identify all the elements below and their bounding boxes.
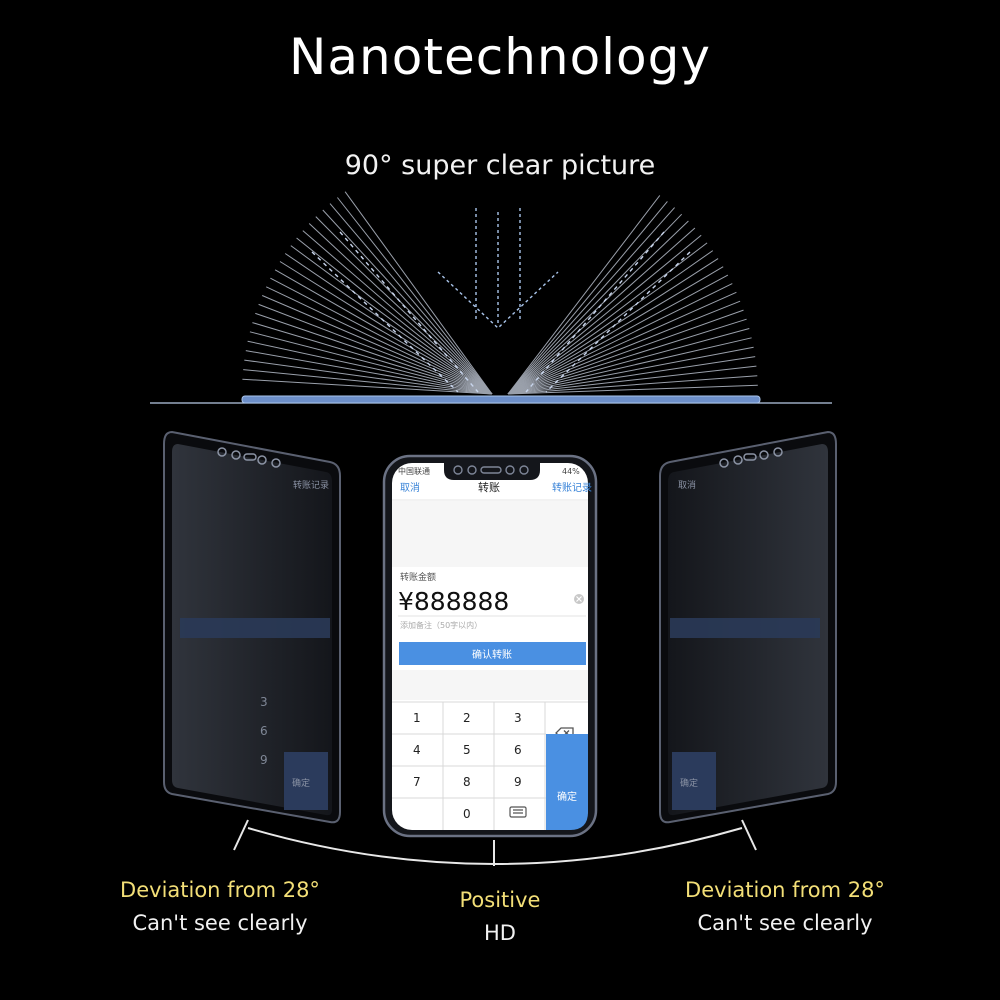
hatch-line	[290, 245, 493, 395]
ghost-left-corner: 转账记录	[293, 479, 329, 491]
hatch-line	[247, 340, 493, 395]
keypad-key[interactable]: 8	[463, 775, 471, 789]
hatch-line	[507, 318, 747, 395]
hatch-line	[507, 309, 744, 395]
confirm-transfer-label: 确认转账	[472, 648, 512, 661]
ok-key-label: 确定	[557, 790, 577, 803]
ok-key[interactable]	[546, 734, 588, 830]
caption-center: Positive HD	[400, 884, 600, 950]
hatch-line	[296, 237, 493, 395]
confirm-transfer-button[interactable]	[399, 642, 586, 665]
hatch-line	[507, 356, 756, 395]
ghost-left-key: 6	[260, 724, 268, 738]
status-battery: 44%	[562, 467, 580, 476]
hatch-line	[507, 375, 758, 395]
ghost-right-ok: 确定	[680, 777, 698, 789]
ghost-right-corner: 取消	[678, 479, 696, 491]
hatch-line	[255, 312, 493, 395]
caption-left: Deviation from 28° Can't see clearly	[95, 874, 345, 940]
light-cone-left	[242, 191, 493, 395]
hatch-line	[507, 337, 752, 395]
hatch-line	[507, 328, 750, 395]
light-cone-right	[507, 195, 758, 395]
keypad-key[interactable]: 1	[413, 711, 421, 725]
nav-title: 转账	[478, 480, 500, 494]
hatch-line	[507, 227, 696, 395]
clear-icon[interactable]	[574, 594, 584, 604]
hatch-line	[265, 286, 493, 395]
caption-right-title: Deviation from 28°	[685, 878, 885, 902]
ghost-left-key: 9	[260, 753, 268, 767]
hatch-line	[507, 291, 737, 395]
phone-right: 取消 确定	[659, 430, 837, 824]
keypad-key[interactable]: 0	[463, 807, 471, 821]
keypad-key[interactable]: 7	[413, 775, 421, 789]
keypad-key[interactable]: 9	[514, 775, 522, 789]
keypad-key[interactable]: 5	[463, 743, 471, 757]
keypad-key[interactable]: 2	[463, 711, 471, 725]
hatch-line	[302, 230, 493, 395]
page-title: Nanotechnology	[289, 28, 711, 86]
keyboard-hide-icon[interactable]	[509, 806, 527, 818]
caption-right-text: Can't see clearly	[697, 911, 873, 935]
hatch-line	[507, 266, 724, 395]
hatch-line	[507, 201, 668, 395]
hatch-line	[507, 384, 758, 395]
hatch-line	[337, 197, 493, 395]
hatch-line	[507, 220, 689, 395]
nav-history-link[interactable]: 转账记录	[552, 481, 592, 494]
hatch-line	[507, 207, 675, 395]
ghost-left-key: 3	[260, 695, 268, 709]
front-camera-icon	[453, 465, 529, 475]
caption-left-title: Deviation from 28°	[120, 878, 320, 902]
hatch-line	[322, 209, 493, 395]
keypad-key[interactable]: 3	[514, 711, 522, 725]
page-subtitle: 90° super clear picture	[344, 150, 656, 181]
status-carrier: 中国联通	[398, 466, 430, 476]
nav-cancel-link[interactable]: 取消	[400, 481, 420, 494]
caption-center-title: Positive	[459, 888, 541, 912]
hatch-line	[249, 331, 493, 395]
hatch-line	[243, 369, 493, 395]
hatch-line	[258, 303, 493, 395]
hatch-line	[242, 378, 493, 395]
hatch-line	[244, 359, 493, 395]
viewing-angle-arc	[233, 819, 757, 866]
phone-center: 中国联通 44% 取消 转账 转账记录 转账金额 ¥888888 添加备注（50…	[382, 454, 598, 838]
caption-right: Deviation from 28° Can't see clearly	[660, 874, 910, 940]
hatch-line	[252, 322, 493, 395]
arrow-down-icon	[437, 208, 559, 329]
hatch-line	[507, 365, 757, 395]
glass-panel	[150, 395, 832, 404]
hatch-line	[270, 277, 493, 395]
keypad	[392, 701, 588, 830]
hatch-line	[507, 250, 714, 395]
amount-label: 转账金额	[400, 571, 436, 583]
hatch-line	[329, 203, 493, 395]
hatch-line	[262, 295, 493, 395]
hatch-line	[507, 283, 733, 395]
keypad-key[interactable]: 6	[514, 743, 522, 757]
note-hint[interactable]: 添加备注（50字以内）	[400, 620, 482, 630]
hatch-line	[507, 274, 729, 395]
hatch-line	[344, 191, 493, 395]
hatch-line	[308, 223, 493, 395]
hatch-line	[245, 350, 493, 395]
hatch-line	[507, 195, 661, 395]
hatch-line	[274, 269, 493, 395]
hatch-line	[507, 242, 708, 395]
hatch-line	[507, 346, 754, 395]
amount-value[interactable]: ¥888888	[398, 587, 509, 616]
ghost-left-ok: 确定	[292, 777, 310, 789]
keypad-key[interactable]: 4	[413, 743, 421, 757]
hatch-line	[507, 234, 702, 395]
hatch-line	[279, 261, 493, 395]
phone-left: 转账记录 3 6 9 确定	[163, 430, 341, 824]
caption-center-text: HD	[484, 921, 516, 945]
hatch-line	[507, 300, 741, 395]
caption-left-text: Can't see clearly	[132, 911, 308, 935]
cone-dashes	[311, 231, 691, 393]
hatch-line	[284, 253, 493, 395]
